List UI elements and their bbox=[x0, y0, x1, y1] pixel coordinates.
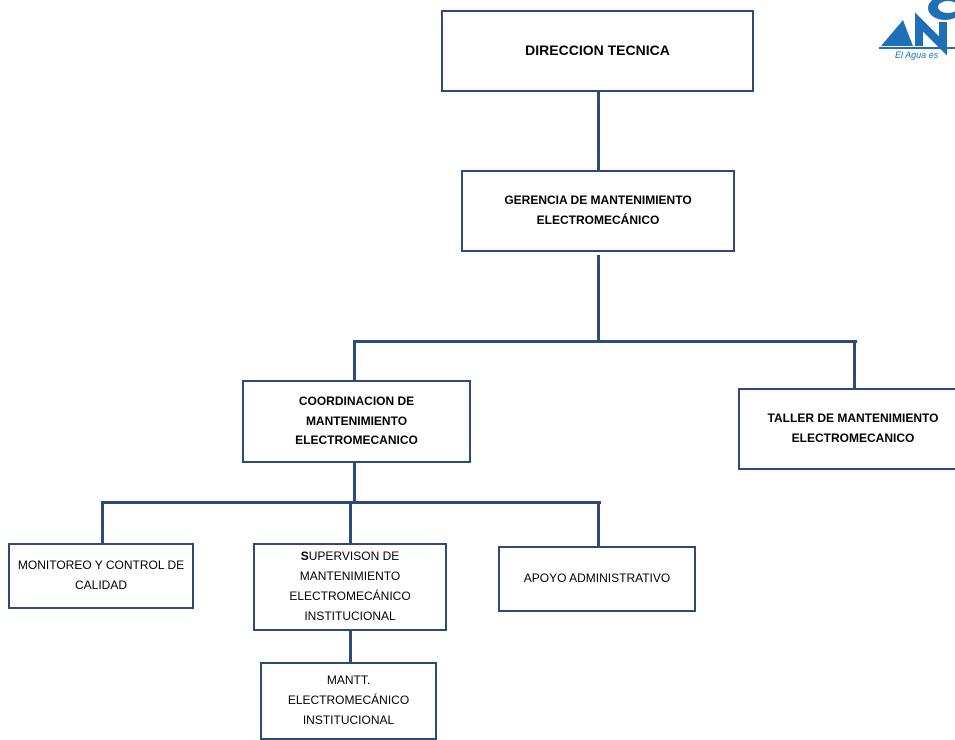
node-taller-label: TALLER DE MANTENIMIENTO ELECTROMECANICO bbox=[767, 411, 939, 445]
node-taller: TALLER DE MANTENIMIENTO ELECTROMECANICO bbox=[738, 388, 955, 470]
connector-bus-coordinacion bbox=[353, 340, 356, 380]
node-coordinacion-label: COORDINACION DE MANTENIMIENTO ELECTROMEC… bbox=[295, 393, 418, 448]
connector-bus-supervision bbox=[349, 501, 352, 543]
node-apoyo-label: APOYO ADMINISTRATIVO bbox=[523, 571, 671, 586]
node-monitoreo: MONITOREO Y CONTROL DE CALIDAD bbox=[8, 543, 194, 609]
node-mantt-label: MANTT. ELECTROMECÁNICO INSTITUCIONAL bbox=[287, 673, 410, 727]
node-supervision-rest: UPERVISON DE MANTENIMIENTO ELECTROMECÁNI… bbox=[289, 549, 411, 623]
node-gerencia: GERENCIA DE MANTENIMIENTO ELECTROMECÁNIC… bbox=[461, 170, 735, 252]
node-direccion-tecnica: DIRECCION TECNICA bbox=[441, 10, 754, 92]
logo-tagline: El Agua es bbox=[895, 50, 939, 60]
node-direccion-label: DIRECCION TECNICA bbox=[525, 42, 670, 59]
node-monitoreo-label: MONITOREO Y CONTROL DE CALIDAD bbox=[17, 558, 185, 592]
node-supervision: SUPERVISON DE MANTENIMIENTO ELECTROMECÁN… bbox=[253, 543, 447, 631]
node-supervision-initial: S bbox=[300, 549, 309, 564]
organization-logo: El Agua es bbox=[875, 0, 955, 62]
bus-level-2 bbox=[353, 340, 857, 343]
node-apoyo: APOYO ADMINISTRATIVO bbox=[498, 546, 696, 612]
node-supervision-label: SUPERVISON DE MANTENIMIENTO ELECTROMECÁN… bbox=[273, 547, 427, 626]
connector-bus-apoyo bbox=[597, 501, 600, 546]
connector-supervision-mantt bbox=[349, 630, 352, 662]
node-gerencia-label: GERENCIA DE MANTENIMIENTO ELECTROMECÁNIC… bbox=[504, 193, 692, 227]
connector-direccion-gerencia bbox=[597, 90, 600, 170]
node-mantt: MANTT. ELECTROMECÁNICO INSTITUCIONAL bbox=[260, 662, 437, 740]
connector-coordinacion-bus bbox=[353, 462, 356, 502]
node-coordinacion: COORDINACION DE MANTENIMIENTO ELECTROMEC… bbox=[242, 380, 471, 463]
connector-bus-taller bbox=[853, 340, 856, 390]
connector-bus-monitoreo bbox=[101, 501, 104, 543]
connector-gerencia-bus bbox=[597, 255, 600, 341]
